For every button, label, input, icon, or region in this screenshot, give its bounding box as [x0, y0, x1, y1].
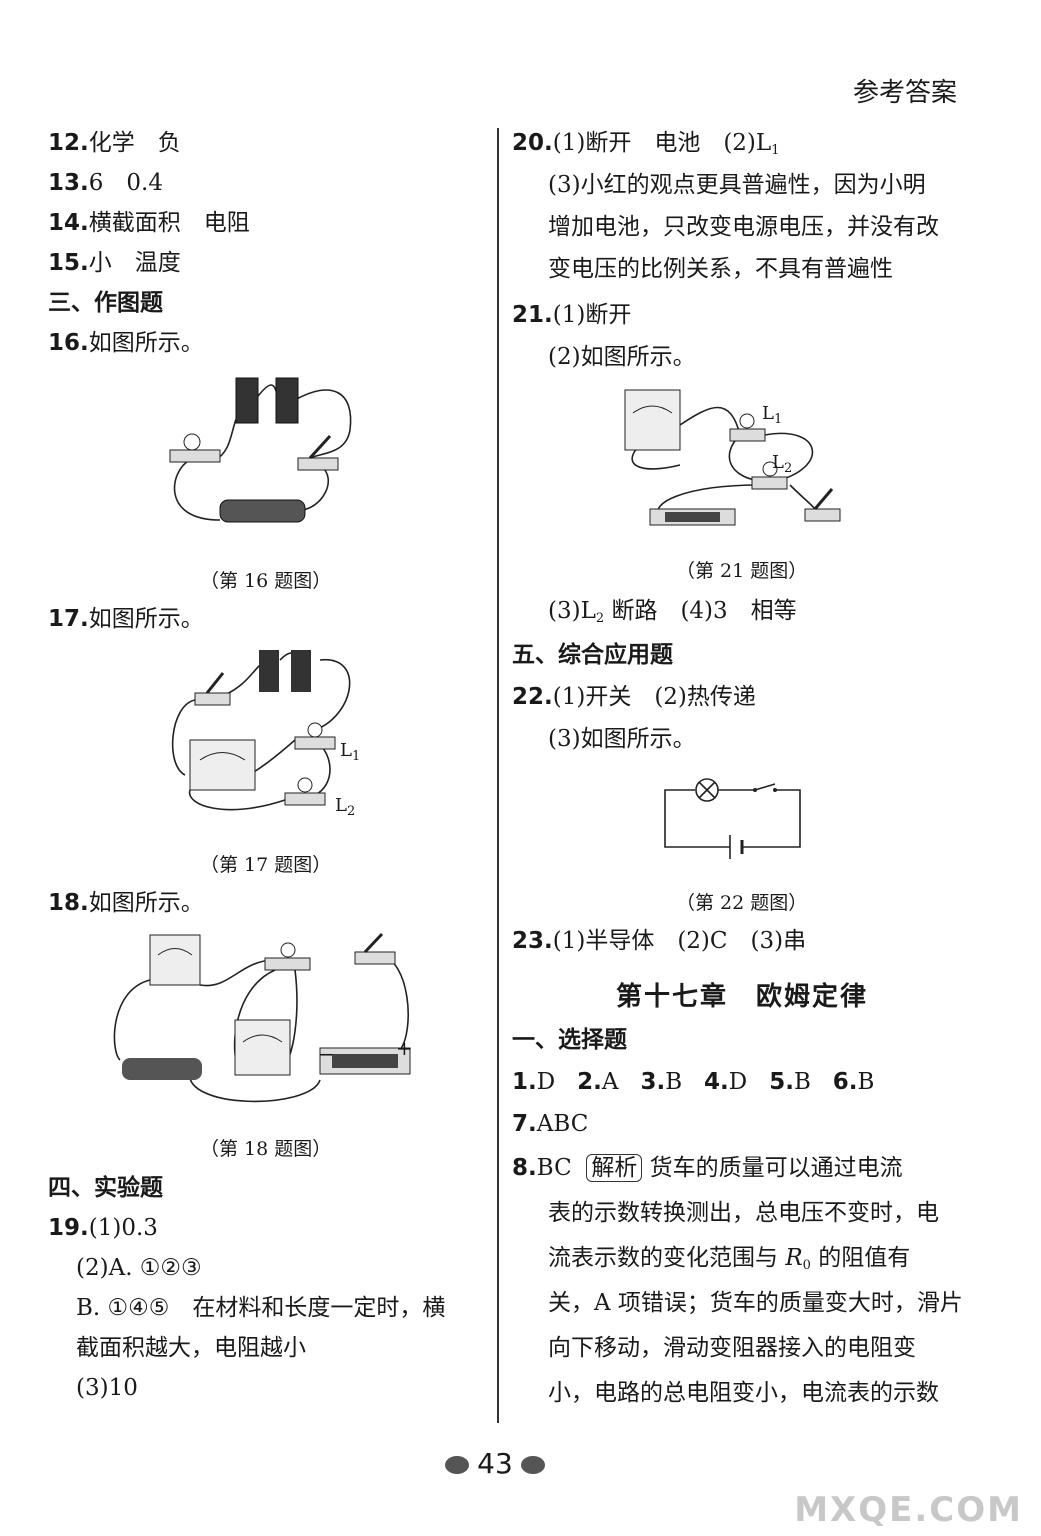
- rheostat: [219, 499, 306, 523]
- label-l2: L2: [335, 795, 356, 819]
- figure-21-circuit: [624, 389, 841, 526]
- answer-8-2: 表的示数转换测出，总电压不变时，电: [548, 1200, 939, 1226]
- switch-base: [297, 457, 339, 471]
- section-experiment: 四、实验题: [48, 1175, 163, 1201]
- answer-7: 7.ABC: [512, 1111, 589, 1137]
- watermark: MXQE.COM: [794, 1490, 1023, 1530]
- figure-17-circuit: [171, 650, 351, 811]
- caption-17: （第 17 题图）: [200, 854, 332, 876]
- caption-21: （第 21 题图）: [676, 560, 808, 582]
- voltmeter: [624, 389, 681, 451]
- switch-base: [194, 692, 231, 706]
- section-drawing: 三、作图题: [48, 290, 163, 316]
- label-21-l1: L1: [762, 403, 783, 427]
- answer-8-6: 小，电路的总电阻变小，电流表的示数: [548, 1380, 939, 1406]
- answer-21-2: (2)如图所示。: [548, 344, 696, 370]
- answer-8: 8.BC 解析 货车的质量可以通过电流: [512, 1154, 903, 1182]
- figure-18-circuit: [113, 932, 411, 1103]
- column-divider: [497, 128, 499, 1423]
- voltmeter: [234, 1019, 291, 1076]
- answer-20-3: 增加电池，只改变电源电压，并没有改: [548, 214, 939, 240]
- answer-12: 12.化学 负: [48, 130, 181, 156]
- label-l1: L1: [340, 740, 361, 764]
- leaf-icon: [445, 1456, 470, 1474]
- answer-22: 22.(1)开关 (2)热传递: [512, 684, 756, 710]
- rheostat: [122, 1058, 202, 1080]
- switch-lever: [363, 932, 384, 954]
- answer-1-6: 1.D 2.A 3.B 4.D 5.B 6.B: [512, 1069, 875, 1095]
- bulb-l1: [739, 413, 755, 429]
- leaf-icon: [520, 1456, 545, 1474]
- answer-19-3: B. ①④⑤ 在材料和长度一定时，横: [76, 1295, 446, 1321]
- ammeter: [149, 934, 201, 986]
- analysis-tag: 解析: [586, 1154, 643, 1182]
- bulb: [183, 433, 201, 451]
- answer-8-4: 关，A 项错误；货车的质量变大时，滑片: [548, 1290, 963, 1316]
- answer-19-2: (2)A. ①②③: [76, 1255, 202, 1281]
- figure-22-circuit: [664, 778, 801, 859]
- bulb-l1: [307, 722, 323, 738]
- switch-lever: [205, 672, 225, 694]
- switch-base: [804, 508, 841, 522]
- label-21-l2: L2: [772, 452, 793, 476]
- section-choice: 一、选择题: [512, 1027, 627, 1053]
- bulb-l1-base: [729, 428, 766, 442]
- bulb-l2: [762, 461, 778, 477]
- voltmeter: [189, 739, 256, 791]
- answer-20-4: 变电压的比例关系，不具有普遍性: [548, 256, 893, 282]
- caption-18: （第 18 题图）: [200, 1138, 332, 1160]
- answer-20-2: (3)小红的观点更具普遍性，因为小明: [548, 172, 926, 198]
- label-minus: −: [318, 1042, 335, 1066]
- switch-lever: [308, 434, 332, 460]
- bulb: [280, 942, 296, 958]
- answer-8-5: 向下移动，滑动变阻器接入的电阻变: [548, 1335, 916, 1361]
- answer-21: 21.(1)断开: [512, 302, 632, 328]
- switch-lever: [813, 488, 834, 510]
- figure-16-circuit: [169, 377, 352, 523]
- battery-2: [275, 377, 299, 424]
- bulb-base: [169, 449, 221, 463]
- answer-19-4: 截面积越大，电阻越小: [76, 1335, 306, 1361]
- answer-16: 16.如图所示。: [48, 330, 204, 356]
- answer-17: 17.如图所示。: [48, 606, 204, 632]
- label-plus: +: [396, 1036, 413, 1060]
- answer-13: 13.6 0.4: [48, 170, 163, 196]
- answer-19-5: (3)10: [76, 1375, 138, 1401]
- answer-19: 19.(1)0.3: [48, 1215, 158, 1241]
- switch-base: [354, 951, 396, 965]
- answer-8-3: 流表示数的变化范围与 R0 的阻值有: [548, 1245, 911, 1273]
- bulb-l2-base: [751, 476, 788, 490]
- answer-23: 23.(1)半导体 (2)C (3)串: [512, 928, 807, 954]
- answer-22-2: (3)如图所示。: [548, 726, 696, 752]
- section-application: 五、综合应用题: [512, 642, 673, 668]
- caption-16: （第 16 题图）: [200, 570, 332, 592]
- answer-15: 15.小 温度: [48, 250, 181, 276]
- answer-14: 14.横截面积 电阻: [48, 210, 250, 236]
- page-header: 参考答案: [852, 78, 957, 108]
- caption-22: （第 22 题图）: [676, 892, 808, 914]
- bulb-l2: [297, 777, 313, 793]
- battery-1: [259, 650, 279, 692]
- answer-21-3: (3)L2 断路 (4)3 相等: [548, 598, 797, 626]
- bulb-l1-base: [294, 736, 336, 750]
- battery-1: [235, 377, 259, 424]
- page-number: 43: [0, 1447, 990, 1480]
- bulb-l2-base: [284, 792, 326, 806]
- battery-2: [291, 650, 311, 692]
- answer-20: 20.(1)断开 电池 (2)L1: [512, 130, 780, 158]
- chapter-title: 第十七章 欧姆定律: [616, 982, 869, 1012]
- bulb-base: [264, 957, 311, 971]
- answer-18: 18.如图所示。: [48, 890, 204, 916]
